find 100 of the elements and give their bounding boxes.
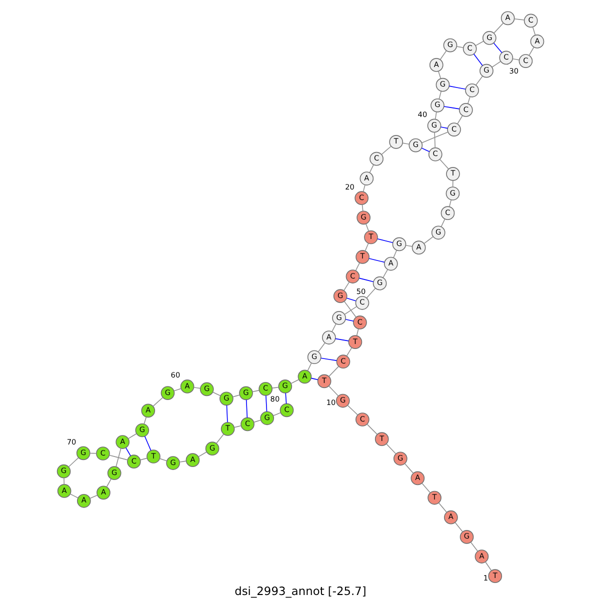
node-circle: C: [96, 446, 110, 460]
connector: [233, 425, 241, 428]
connector: [365, 224, 369, 232]
connector: [178, 460, 186, 462]
node-circle: A: [96, 486, 110, 500]
connector: [454, 522, 463, 532]
connector: [364, 243, 368, 252]
node-circle: A: [428, 58, 443, 72]
node-circle: T: [388, 135, 403, 149]
node-circle: G: [479, 64, 493, 78]
node-circle: T: [316, 374, 331, 388]
connector: [484, 562, 492, 571]
node-label: 60: [170, 370, 180, 380]
node-circle: A: [500, 11, 514, 26]
node-circle: G: [335, 394, 350, 408]
connector: [361, 204, 363, 212]
connector: [331, 324, 336, 332]
node-circle: G: [392, 452, 407, 466]
connector: [467, 96, 470, 104]
connector: [226, 404, 228, 423]
connector: [212, 392, 220, 396]
node-circle: A: [444, 510, 458, 524]
connector: [423, 236, 433, 244]
node-circle: C: [523, 14, 538, 28]
node-circle: G: [260, 411, 274, 426]
node-circle: G: [392, 237, 406, 252]
connector: [158, 458, 167, 462]
node-circle: G: [166, 456, 180, 470]
connector: [368, 258, 384, 263]
connector: [106, 478, 112, 488]
node-label: 70: [66, 437, 76, 446]
node-circle: T: [364, 230, 378, 244]
node-circle: C: [464, 83, 478, 98]
node-circle: G: [332, 289, 347, 304]
node-circle: A: [359, 172, 374, 186]
connector: [328, 366, 339, 377]
node-circle: A: [56, 484, 71, 498]
connector: [382, 269, 388, 278]
connector: [448, 86, 466, 90]
node-circle: G: [204, 442, 219, 456]
connector: [232, 394, 240, 398]
connector: [193, 387, 200, 389]
connector: [346, 298, 356, 302]
connector: [420, 148, 430, 152]
node-circle: T: [355, 250, 369, 264]
node-circle: C: [354, 296, 369, 310]
node-label: 20: [344, 182, 354, 192]
connector: [438, 158, 449, 170]
connector: [456, 46, 464, 48]
connector: [328, 386, 338, 396]
node-circle: G: [238, 386, 252, 400]
connector: [143, 416, 146, 424]
node-circle: C: [240, 417, 254, 432]
node-circle: C: [336, 354, 350, 369]
connector: [392, 250, 396, 258]
connector: [346, 347, 352, 356]
node-circle: G: [435, 78, 450, 92]
connector: [443, 106, 460, 110]
connector: [439, 50, 446, 60]
connector: [362, 184, 365, 192]
connector: [344, 318, 354, 322]
node-circle: C: [354, 191, 368, 206]
connector: [404, 244, 412, 247]
node-label: 1: [482, 573, 488, 582]
node-circle: A: [76, 494, 90, 508]
node-label: 40: [417, 110, 427, 119]
node-circle: T: [146, 450, 160, 464]
node-circle: T: [220, 422, 234, 436]
node-circle: G: [134, 423, 149, 438]
connector: [440, 126, 448, 129]
connector: [265, 395, 267, 412]
connector: [448, 200, 452, 207]
connector: [342, 282, 350, 291]
node-circle: C: [279, 403, 294, 418]
connector: [290, 379, 299, 384]
connector: [366, 288, 376, 298]
connector: [271, 386, 278, 388]
node-circle: A: [115, 435, 130, 449]
node-circle: C: [355, 412, 369, 426]
node-circle: G: [445, 186, 460, 200]
connector: [139, 458, 147, 460]
connector: [346, 405, 358, 416]
connector: [252, 390, 260, 392]
node-circle: G: [430, 226, 445, 240]
connector: [173, 388, 182, 392]
node-label: 30: [508, 66, 518, 76]
node-circle: A: [530, 34, 544, 48]
node-circle: C: [345, 270, 360, 284]
node-circle: A: [140, 404, 155, 418]
node-circle: G: [408, 138, 422, 152]
node-circle: A: [180, 380, 194, 394]
node-label: 80: [270, 394, 280, 404]
connector: [434, 132, 436, 148]
node-circle: G: [426, 118, 441, 133]
connector: [125, 447, 130, 456]
connector: [115, 448, 121, 468]
connector: [532, 26, 536, 36]
connector: [440, 218, 445, 228]
connector: [89, 452, 96, 454]
connector: [358, 278, 374, 282]
